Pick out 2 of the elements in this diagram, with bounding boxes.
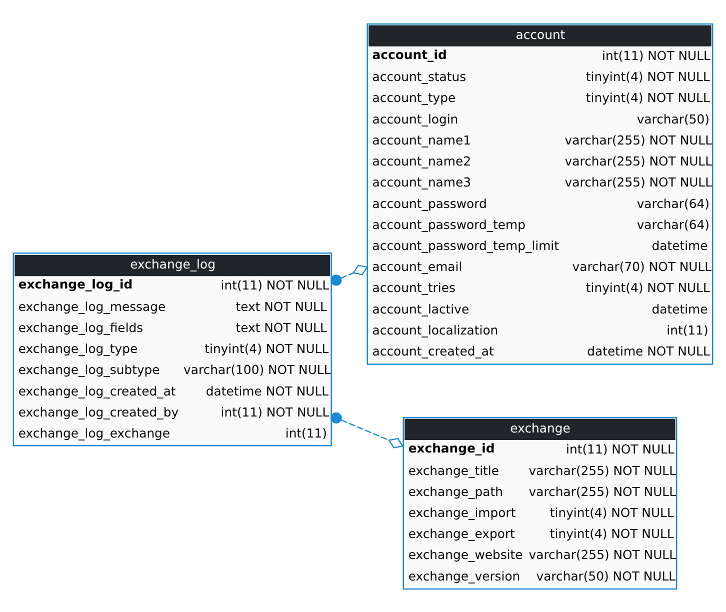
connector [330, 264, 368, 286]
connector [330, 412, 404, 448]
